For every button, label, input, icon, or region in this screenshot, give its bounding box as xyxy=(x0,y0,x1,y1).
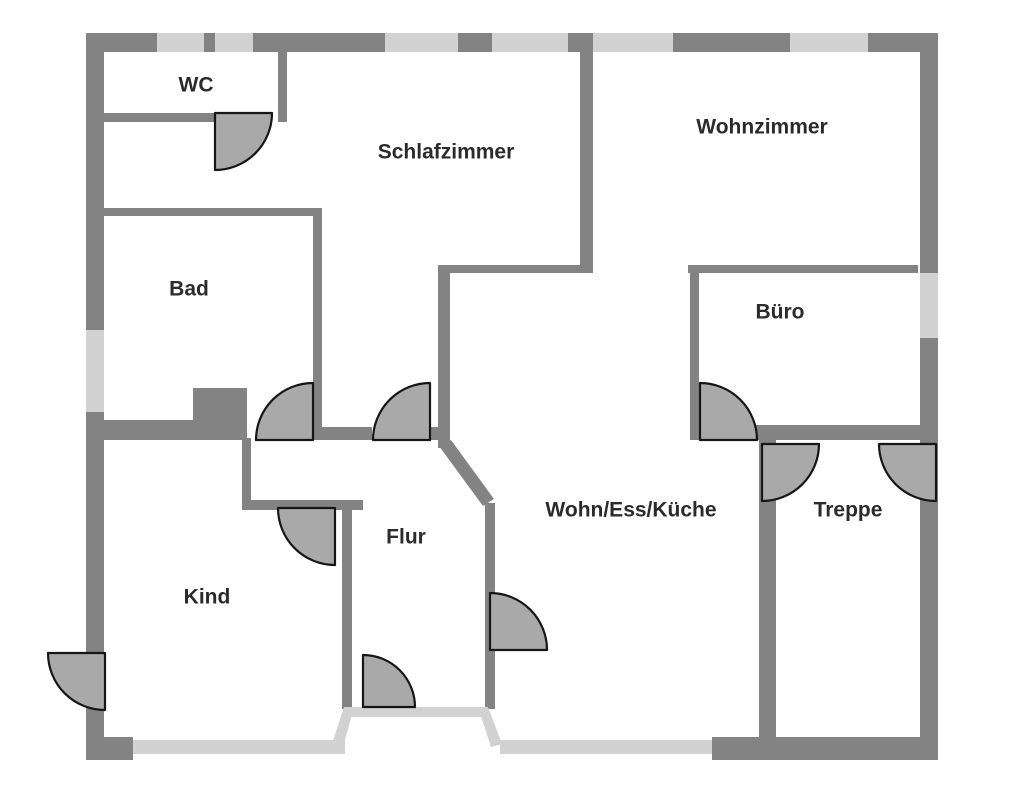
window-diagonal xyxy=(332,707,354,747)
wall xyxy=(342,505,352,709)
exterior-door-swing-icon xyxy=(46,651,107,712)
window xyxy=(385,33,458,52)
wall xyxy=(278,52,287,122)
wall xyxy=(86,737,133,760)
room-label-bad: Bad xyxy=(169,278,209,301)
kueche-door-swing-icon xyxy=(488,591,549,652)
treppe-right-door-swing-icon xyxy=(877,442,938,503)
window xyxy=(593,33,673,52)
wall xyxy=(759,440,776,760)
wall xyxy=(313,427,372,440)
window xyxy=(215,33,253,52)
entrance-door-swing-icon xyxy=(361,653,417,709)
window xyxy=(133,740,345,754)
room-label-wohnzimmer: Wohnzimmer xyxy=(696,116,827,139)
buero-door-swing-icon xyxy=(698,381,759,442)
window xyxy=(500,740,712,754)
window-diagonal xyxy=(478,707,502,747)
room-label-wohn-ess-kueche: Wohn/Ess/Küche xyxy=(545,499,716,522)
room-label-treppe: Treppe xyxy=(814,499,883,522)
wall xyxy=(438,265,593,273)
wc-door-swing-icon xyxy=(213,111,274,172)
window xyxy=(920,273,938,338)
window xyxy=(86,330,104,412)
wall xyxy=(580,52,593,272)
window xyxy=(345,707,487,717)
wall xyxy=(103,113,214,122)
wall xyxy=(86,420,247,440)
bad-door-swing-icon xyxy=(254,381,315,442)
wall xyxy=(712,737,938,760)
wall xyxy=(103,208,321,216)
treppe-left-door-swing-icon xyxy=(760,442,821,503)
room-label-kind: Kind xyxy=(184,586,231,609)
wall xyxy=(920,33,938,760)
wall xyxy=(690,265,699,440)
schlafzimmer-door-swing-icon xyxy=(371,381,432,442)
window xyxy=(492,33,568,52)
room-label-wc: WC xyxy=(179,74,214,97)
room-label-flur: Flur xyxy=(386,526,426,549)
wall xyxy=(313,208,322,440)
room-label-schlafzimmer: Schlafzimmer xyxy=(378,141,515,164)
wall xyxy=(242,500,363,510)
window xyxy=(157,33,204,52)
wall xyxy=(438,272,450,448)
wall-diagonal xyxy=(439,440,494,506)
window xyxy=(790,33,868,52)
room-label-buero: Büro xyxy=(756,301,805,324)
wall xyxy=(242,438,251,508)
wall xyxy=(688,265,918,273)
kind-door-swing-icon xyxy=(276,506,337,567)
